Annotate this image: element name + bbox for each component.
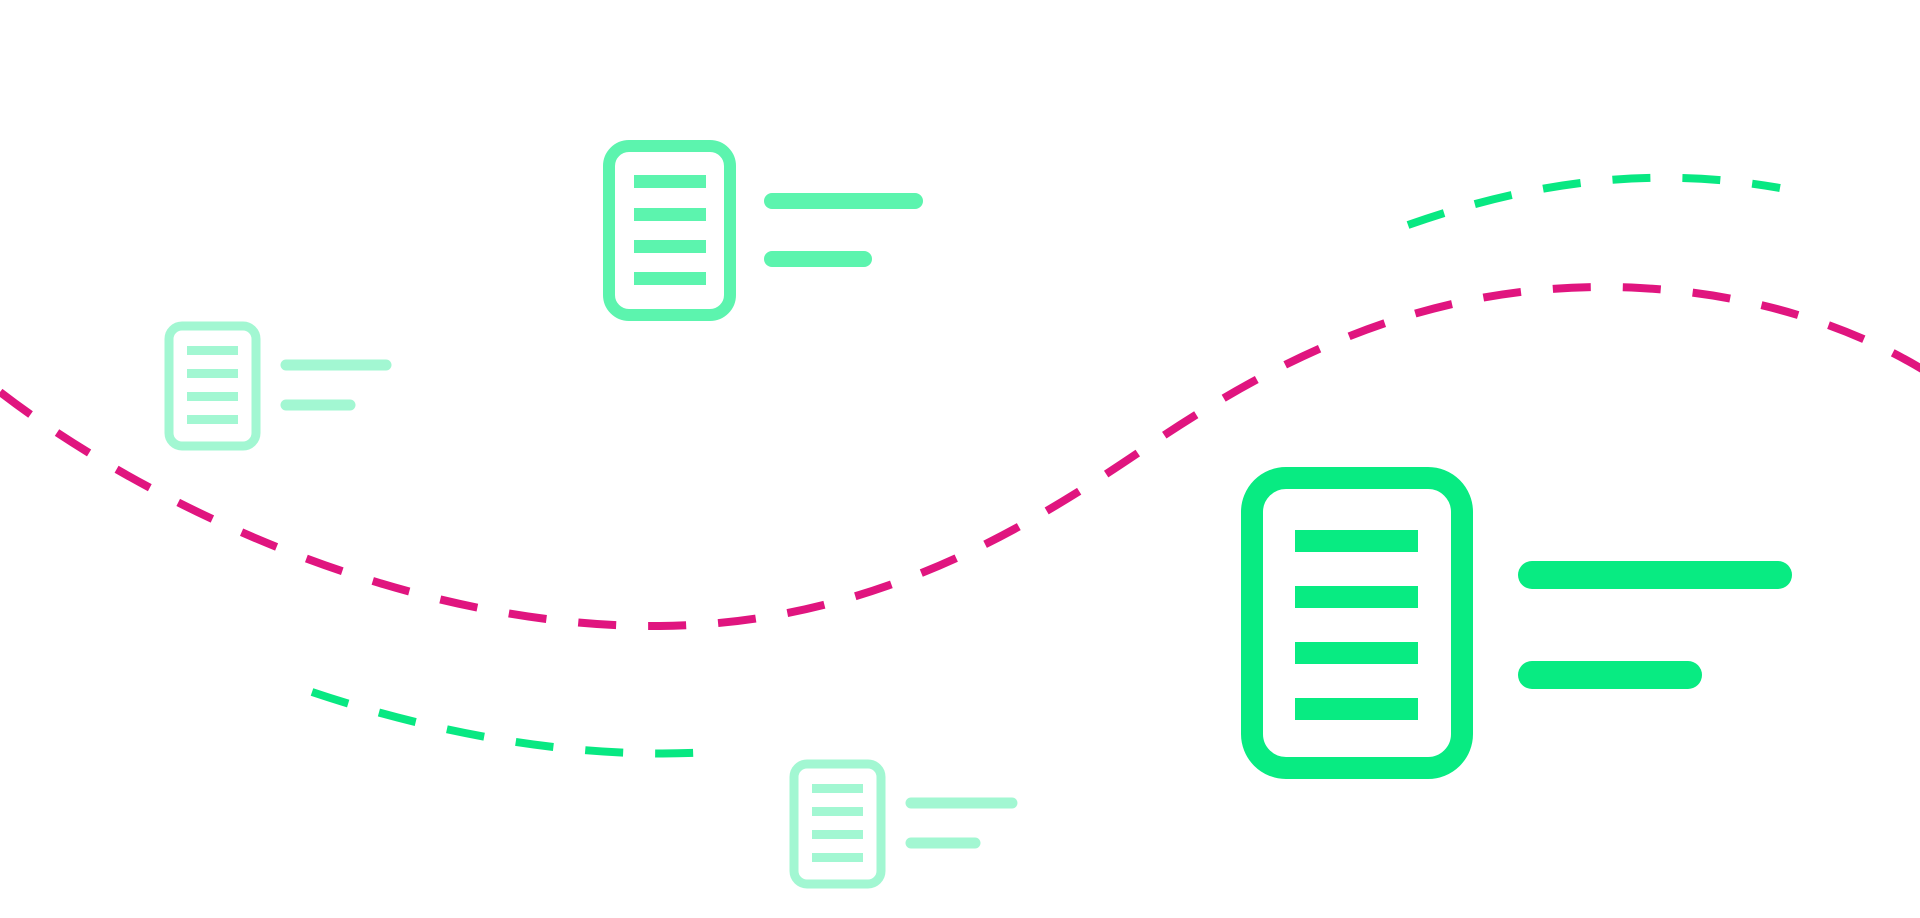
green-dashed-path-top xyxy=(1406,173,1781,229)
document-icon-medium xyxy=(603,140,923,321)
green-dashed-path-bottom xyxy=(310,688,713,758)
document-icon-small-bottom xyxy=(789,759,1018,889)
magenta-dashed-path xyxy=(0,283,1920,631)
document-icon-small-left xyxy=(164,321,392,451)
document-icon-large xyxy=(1241,467,1792,779)
